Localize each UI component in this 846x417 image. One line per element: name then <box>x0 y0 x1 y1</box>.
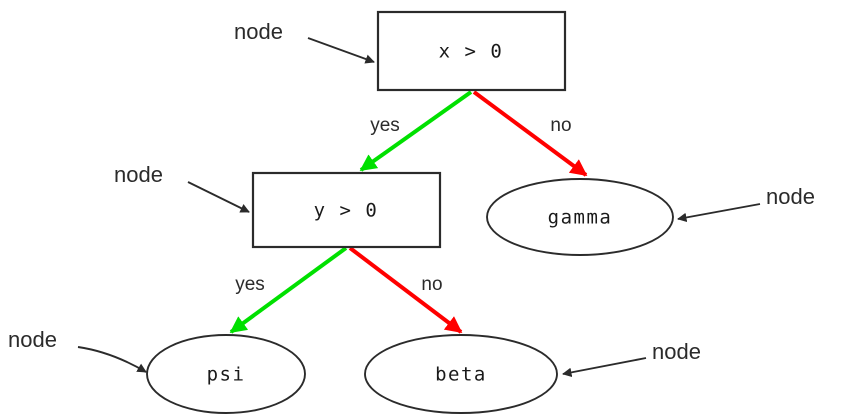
annotation-psi-arrow <box>77 346 147 373</box>
node-beta-shape[interactable] <box>364 334 558 414</box>
node-beta-label: beta <box>435 364 487 386</box>
node-root-shape[interactable] <box>376 10 567 92</box>
edge-root-to-left <box>359 90 473 172</box>
node-gamma[interactable]: gamma <box>486 178 674 256</box>
node-left[interactable]: y > 0 <box>251 171 442 249</box>
edge-root-to-gamma <box>472 90 588 177</box>
annotation-beta-label: node <box>652 339 701 364</box>
edge-left-to-psi <box>229 246 348 334</box>
annotation-gamma-label: node <box>766 184 815 209</box>
annotation-root: node <box>234 19 375 64</box>
edge-left-to-beta <box>348 246 463 334</box>
node-root-label: x > 0 <box>439 41 504 63</box>
node-gamma-shape[interactable] <box>486 178 674 256</box>
annotation-beta-arrow <box>562 357 647 378</box>
node-psi[interactable]: psi <box>146 334 306 414</box>
node-left-label: y > 0 <box>314 200 379 222</box>
edge-label-yes-root: yes <box>370 115 400 136</box>
annotation-root-label: node <box>234 19 283 44</box>
node-root[interactable]: x > 0 <box>376 10 567 92</box>
node-left-shape[interactable] <box>251 171 442 249</box>
node-psi-shape[interactable] <box>146 334 306 414</box>
annotation-psi-label: node <box>8 327 57 352</box>
node-beta[interactable]: beta <box>364 334 558 414</box>
edge-label-yes-left: yes <box>235 274 265 295</box>
edge-label-group: yes no yes no <box>235 115 571 295</box>
annotation-left-arrow <box>187 181 250 213</box>
annotation-left-label: node <box>114 162 163 187</box>
annotation-psi: node <box>8 327 147 373</box>
edge-label-no-root: no <box>550 115 571 136</box>
annotation-gamma-arrow <box>677 203 761 223</box>
node-gamma-label: gamma <box>548 207 613 229</box>
edge-label-no-left: no <box>421 274 442 295</box>
node-psi-label: psi <box>207 364 246 386</box>
annotation-gamma: node <box>677 184 815 223</box>
annotation-beta: node <box>562 339 701 378</box>
edge-group <box>229 90 588 334</box>
annotation-left: node <box>114 162 250 213</box>
annotation-root-arrow <box>307 37 375 64</box>
